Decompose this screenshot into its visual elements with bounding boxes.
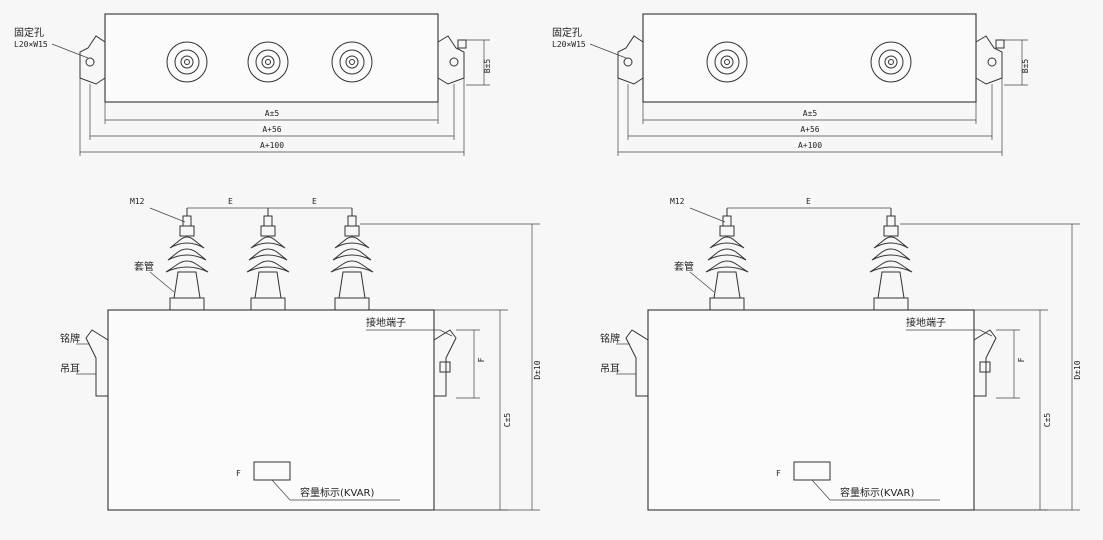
top-view-three-phase: 固定孔 L20×W15 B±5 A±5 A+56 A+100 (14, 13, 492, 156)
nameplate-label-2: 铭牌 (600, 332, 620, 345)
f-marker: F (236, 469, 241, 478)
dim-a5: A±5 (265, 109, 280, 118)
lifting-lug-label: 吊耳 (60, 363, 80, 375)
bushing-top-b (870, 41, 912, 83)
bushing-label: 套管 (134, 260, 154, 273)
lifting-lug-left (76, 329, 109, 397)
ground-terminal-right-2 (973, 329, 997, 397)
dim-a56-2: A+56 (800, 125, 819, 134)
bushing-3 (330, 208, 374, 311)
fix-hole-size-2: L20×W15 (552, 40, 586, 49)
bushing-b (869, 208, 913, 311)
mounting-bracket-right-2 (975, 35, 1005, 85)
lifting-lug-label-2: 吊耳 (600, 363, 620, 375)
bushing-top-1 (166, 41, 208, 83)
front-view-three-phase: M12 E E 套管 铭牌 吊耳 接地端子 F C± (60, 197, 542, 511)
e-label-3: E (806, 197, 811, 206)
ground-terminal-label-2: 接地端子 (906, 316, 946, 329)
bushing-top-3 (331, 41, 373, 83)
top-view-two-phase: 固定孔 L20×W15 B±5 A±5 A+56 A+100 (552, 13, 1030, 156)
e-label-1: E (228, 197, 233, 206)
f-marker-2: F (776, 469, 781, 478)
fix-hole-size: L20×W15 (14, 40, 48, 49)
d-dim-label-2: D±10 (1073, 360, 1082, 379)
m12-label-2: M12 (670, 197, 685, 206)
top-view-body (104, 13, 439, 103)
f-dim-label: F (477, 357, 486, 362)
capacity-label-2: 容量标示(KVAR) (840, 486, 914, 499)
top-view-body-2 (642, 13, 977, 103)
bushing-a (705, 208, 749, 311)
bushing-top-2 (247, 41, 289, 83)
mounting-bracket-right (437, 35, 467, 85)
dim-a56: A+56 (262, 125, 281, 134)
nameplate-label: 铭牌 (60, 332, 80, 345)
dim-a5-2: A±5 (803, 109, 818, 118)
e-label-2: E (312, 197, 317, 206)
lifting-lug-left-2 (616, 329, 649, 397)
dim-b5: B±5 (483, 59, 492, 74)
f-dim-label-2: F (1017, 357, 1026, 362)
c-dim-label: C±5 (503, 413, 512, 428)
tank-body (107, 309, 435, 511)
bushing-2 (246, 208, 290, 311)
fix-hole-label: 固定孔 (14, 26, 44, 39)
capacity-label: 容量标示(KVAR) (300, 486, 374, 499)
bushing-top-a (706, 41, 748, 83)
bushing-label-2: 套管 (674, 260, 694, 273)
fix-hole-label-2: 固定孔 (552, 26, 582, 39)
dim-a100-2: A+100 (798, 141, 822, 150)
m12-label: M12 (130, 197, 145, 206)
mounting-bracket-left-2 (617, 35, 644, 85)
front-view-two-phase: M12 E 套管 铭牌 吊耳 接地端子 F C±5 D±10 (600, 197, 1082, 511)
ground-terminal-label: 接地端子 (366, 316, 406, 329)
ground-terminal-right (433, 329, 457, 397)
d-dim-label: D±10 (533, 360, 542, 379)
mounting-bracket-left (79, 35, 106, 85)
tank-body-2 (647, 309, 975, 511)
dim-a100: A+100 (260, 141, 284, 150)
dim-b5-2: B±5 (1021, 59, 1030, 74)
c-dim-label-2: C±5 (1043, 413, 1052, 428)
bushing-1 (165, 208, 209, 311)
